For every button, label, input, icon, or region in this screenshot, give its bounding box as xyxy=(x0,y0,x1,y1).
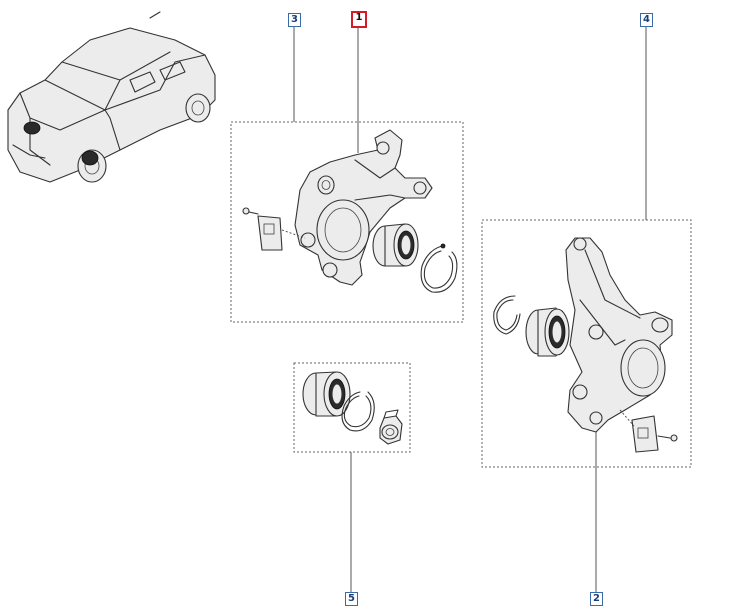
wheel-bearing-b xyxy=(302,371,351,417)
car-icon xyxy=(7,11,216,183)
abs-plate-a xyxy=(257,215,306,251)
circlip-b xyxy=(341,391,375,432)
circlip-a xyxy=(420,243,458,293)
steering-knuckle-left xyxy=(294,129,433,286)
callout-4[interactable]: 4 xyxy=(640,13,653,27)
callout-3[interactable]: 3 xyxy=(288,13,301,27)
callout-1[interactable]: 1 xyxy=(351,11,367,28)
abs-plate-b xyxy=(619,409,659,453)
steering-knuckle-right xyxy=(565,237,673,433)
assembly-box-5 xyxy=(293,362,411,453)
wheel-bearing-c xyxy=(525,307,570,357)
callout-5[interactable]: 5 xyxy=(345,592,358,606)
wheel-bearing-a xyxy=(372,223,419,267)
callout-2[interactable]: 2 xyxy=(590,592,603,606)
hub-nut xyxy=(379,409,403,445)
bolt-a xyxy=(242,207,259,215)
assembly-box-4 xyxy=(481,219,692,468)
bolt-b xyxy=(657,434,678,442)
assembly-box-3 xyxy=(230,121,464,323)
circlip-c xyxy=(493,295,521,335)
